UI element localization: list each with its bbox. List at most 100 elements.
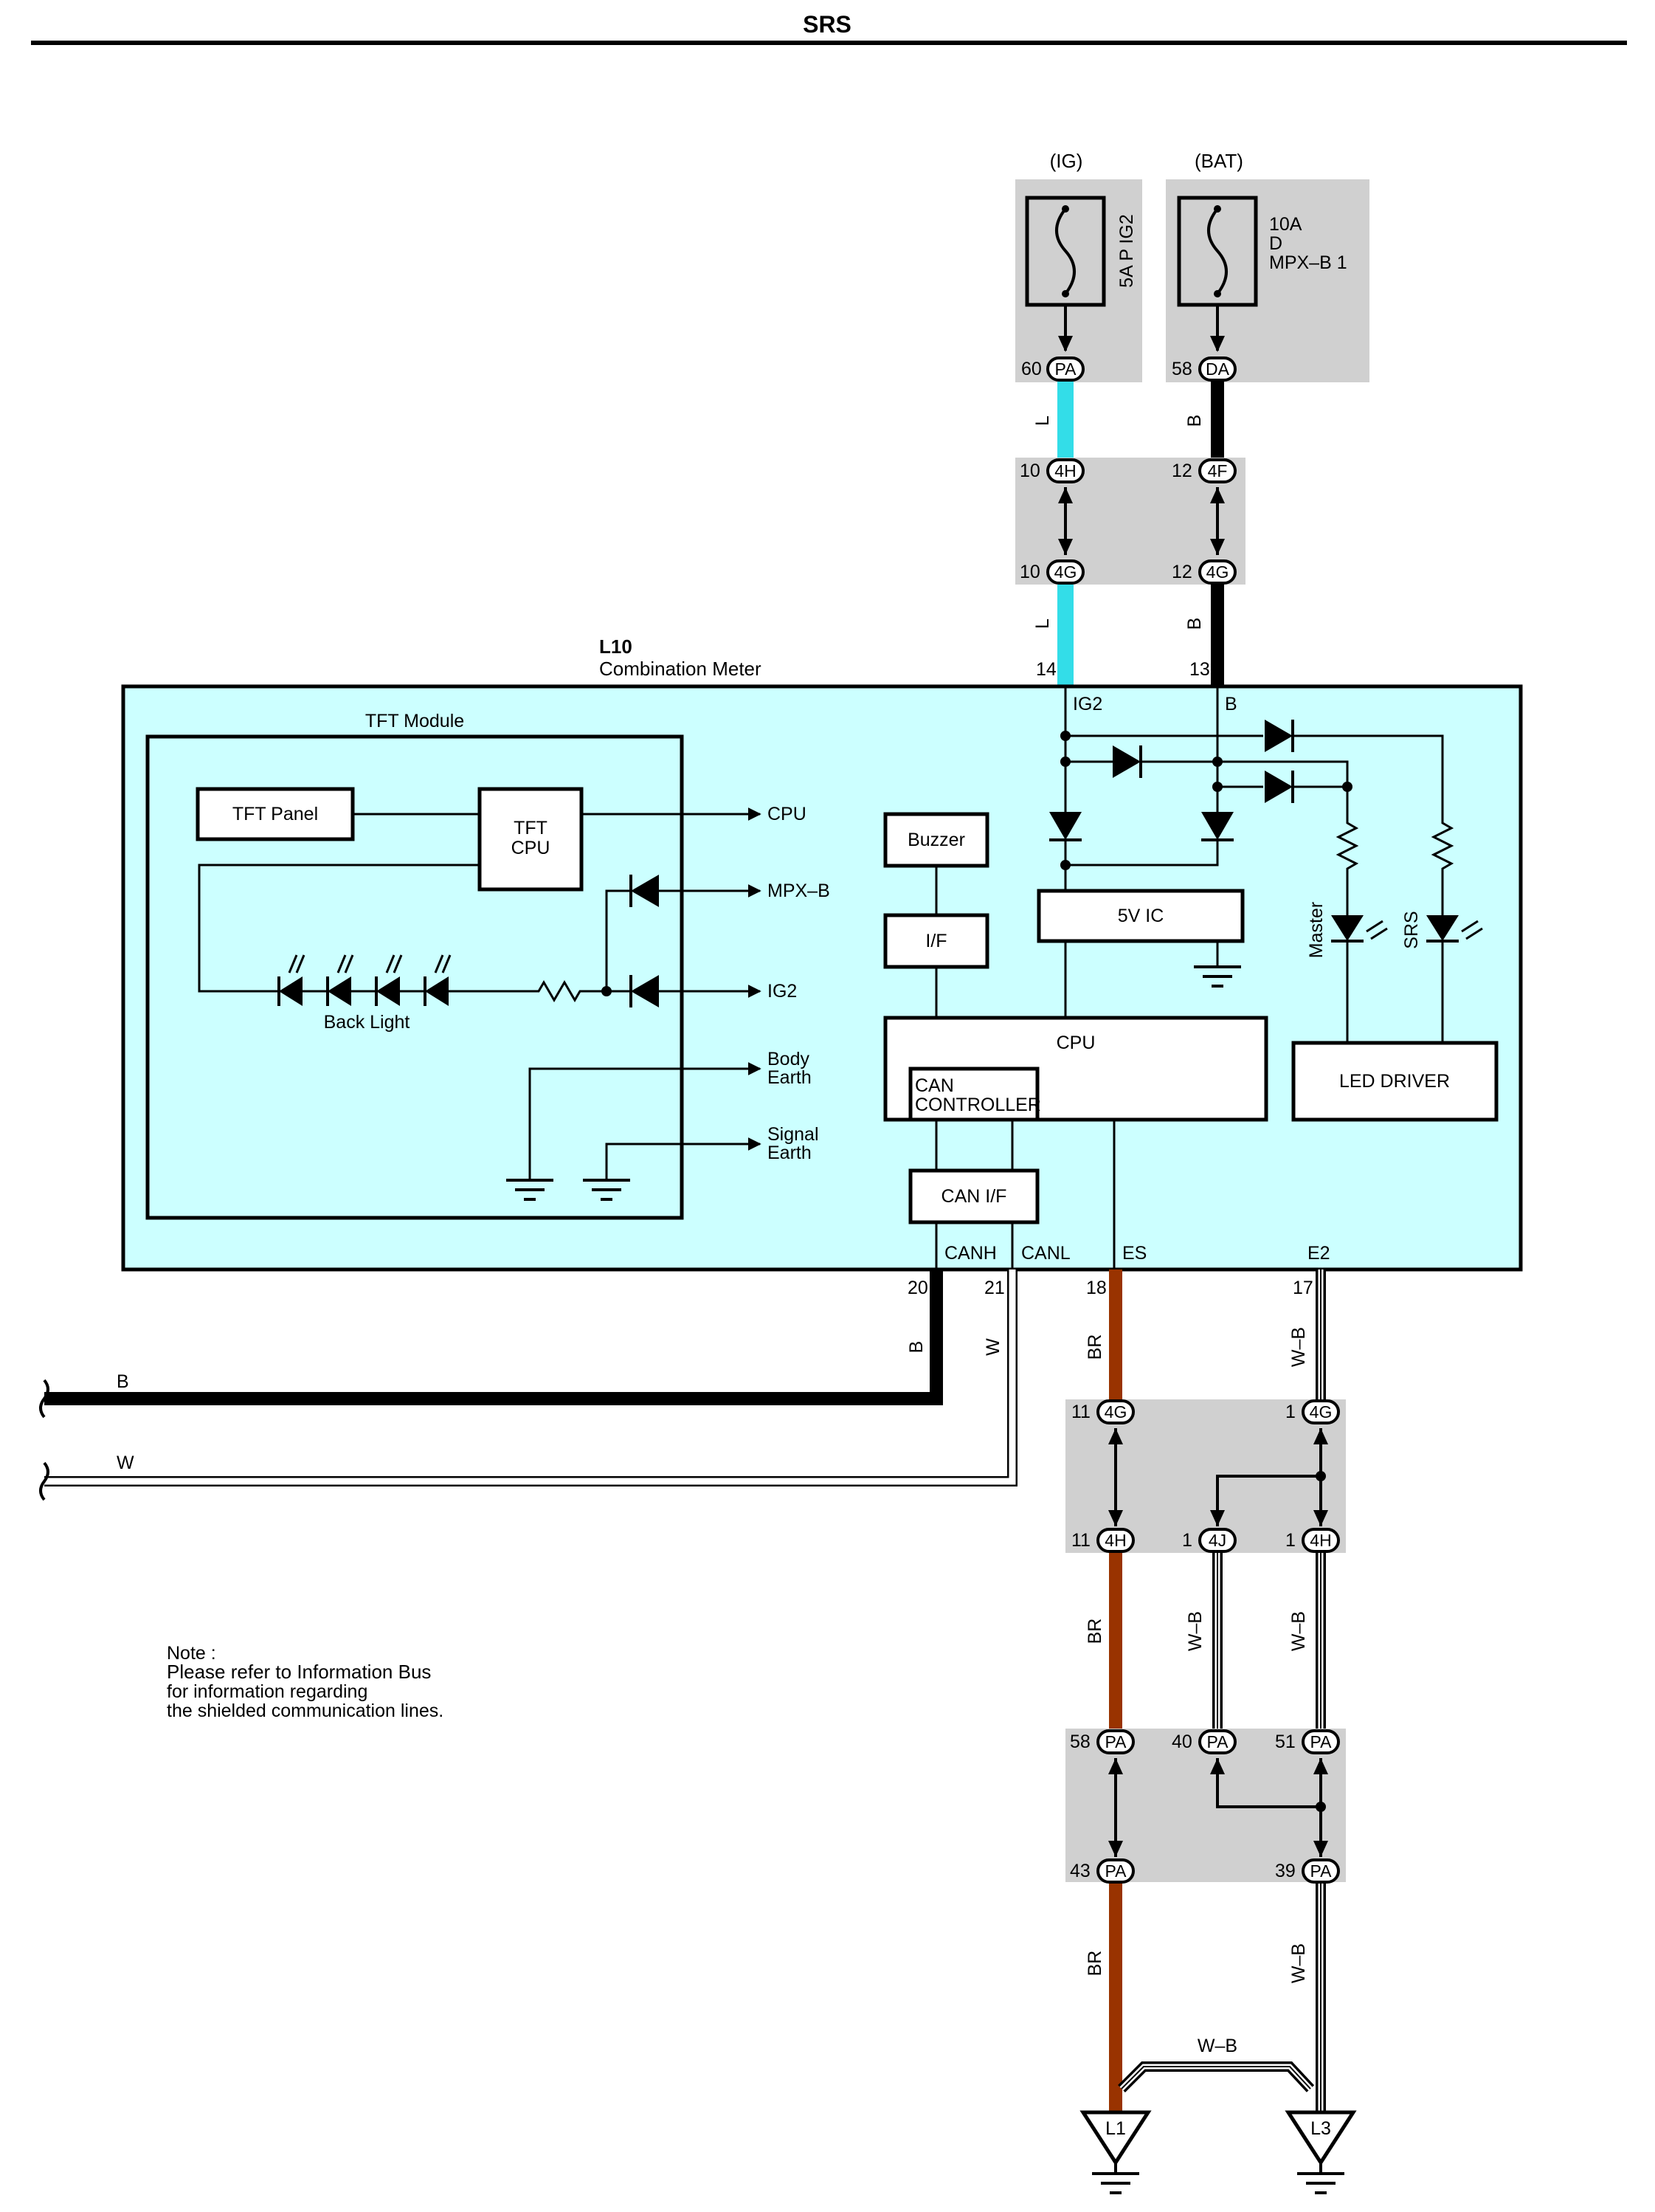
tft-module xyxy=(145,734,684,1220)
note-line-2: Please refer to Information Bus xyxy=(167,1661,431,1683)
pin-60: 60 xyxy=(1021,359,1042,379)
ig-source-label: (IG) xyxy=(1050,150,1083,172)
svg-text:4J: 4J xyxy=(1209,1531,1226,1550)
wire-es-label-2: BR xyxy=(1085,1619,1105,1644)
junction-ig-arrow-up xyxy=(1058,487,1073,503)
connector-pa-43: PA xyxy=(1096,1858,1135,1884)
master-resistor xyxy=(1336,818,1359,915)
backlight-leds xyxy=(277,954,452,1006)
svg-text:4G: 4G xyxy=(1310,1402,1333,1422)
ground-l3 xyxy=(1285,2110,1357,2194)
bat-fuse-element xyxy=(1207,207,1228,295)
junction-bat-arrow-up xyxy=(1210,487,1225,503)
pin-43-pa: 43 xyxy=(1070,1861,1091,1881)
meter-name: Combination Meter xyxy=(599,658,761,680)
wire-e2-label-2: W–B xyxy=(1288,1611,1309,1651)
meter-label-b: B xyxy=(1225,694,1237,714)
svg-text:DA: DA xyxy=(1206,359,1230,379)
lj2-left-arrow-down xyxy=(1108,1841,1123,1857)
note-line-1: Note : xyxy=(167,1643,216,1664)
srs-led-ray-2 xyxy=(1465,927,1483,940)
wire-bat-label-2: B xyxy=(1184,618,1205,630)
svg-text:4F: 4F xyxy=(1208,461,1228,480)
signal-earth-line xyxy=(605,1137,761,1180)
bottom-label-canh: CANH xyxy=(944,1243,997,1264)
lj2-mid-arrow-up xyxy=(1210,1758,1225,1774)
ig2-diode xyxy=(631,975,659,1007)
svg-text:PA: PA xyxy=(1310,1732,1333,1751)
b-master-diode xyxy=(1265,771,1293,803)
pin-18: 18 xyxy=(1086,1278,1107,1298)
cpu-label: CPU xyxy=(1057,1033,1096,1053)
srs-led xyxy=(1426,915,1459,941)
svg-text:4H: 4H xyxy=(1310,1531,1331,1550)
signal-earth-ground-icon xyxy=(583,1179,630,1201)
connector-4h-1: 4H xyxy=(1302,1528,1340,1553)
pin-1-4j: 1 xyxy=(1182,1530,1192,1551)
wire-canl-outer xyxy=(44,1269,1017,1486)
lj1-left-arrow-down xyxy=(1108,1510,1123,1526)
ground-l3-label: L3 xyxy=(1310,2118,1331,2139)
ground-l1 xyxy=(1079,2110,1152,2194)
bottom-label-canl: CANL xyxy=(1021,1243,1071,1264)
connector-4h-10: 4H xyxy=(1046,458,1085,483)
meter-pin-13: 13 xyxy=(1189,659,1210,680)
bat-fuse-rating-3: MPX–B 1 xyxy=(1269,252,1347,273)
lj2-right-arrow-down xyxy=(1313,1841,1328,1857)
lj1-right-arrow-up xyxy=(1313,1428,1328,1444)
pin-1-4h: 1 xyxy=(1285,1530,1296,1551)
lj1-right-arrow-down xyxy=(1313,1510,1328,1526)
svg-text:PA: PA xyxy=(1207,1732,1229,1751)
led-driver-label: LED DRIVER xyxy=(1339,1071,1450,1092)
combination-meter xyxy=(121,684,1523,1272)
wire-ig-label-2: L xyxy=(1032,619,1053,629)
bat-source-label: (BAT) xyxy=(1195,150,1243,172)
connector-4g-1: 4G xyxy=(1302,1399,1340,1424)
body-earth-label-2: Earth xyxy=(767,1067,812,1088)
meter-label-ig2: IG2 xyxy=(1073,694,1102,714)
connector-pa-40: PA xyxy=(1198,1729,1237,1754)
bus-w-break xyxy=(39,1461,49,1501)
wire-cross-stripe xyxy=(1121,2066,1311,2089)
master-led-label: Master xyxy=(1306,902,1327,958)
led-driver xyxy=(1291,1041,1499,1122)
wire-e2-label-3: W–B xyxy=(1288,1943,1309,1983)
pin-20: 20 xyxy=(908,1278,928,1298)
junction-bat-arrow-down xyxy=(1210,539,1225,555)
wire-canh-label: B xyxy=(906,1341,927,1354)
mpxb-branch xyxy=(605,889,631,991)
bottom-label-es: ES xyxy=(1122,1243,1147,1264)
pin-1-4g: 1 xyxy=(1285,1402,1296,1422)
can-if-label: CAN I/F xyxy=(941,1186,1007,1207)
page-title: SRS xyxy=(803,11,851,38)
pin-11-4h: 11 xyxy=(1071,1530,1091,1551)
can-controller-label-2: CONTROLLER xyxy=(915,1095,1041,1115)
connector-4g-10: 4G xyxy=(1046,559,1085,585)
bat-fuse-end-bottom xyxy=(1214,290,1221,297)
b-5v-diode xyxy=(1201,812,1234,840)
lj2-right-node xyxy=(1316,1802,1326,1812)
signal-earth-label-2: Earth xyxy=(767,1143,812,1163)
wire-e2-label-1: W–B xyxy=(1288,1327,1309,1367)
output-cpu: CPU xyxy=(767,804,806,824)
ic-5v xyxy=(1037,889,1245,943)
lj1-left-arrow-up xyxy=(1108,1428,1123,1444)
bat-fuse-rating-1: 10A xyxy=(1269,214,1302,235)
bat-fuse-end-top xyxy=(1214,205,1221,213)
wire-cross-outer xyxy=(1118,2061,1315,2092)
svg-text:PA: PA xyxy=(1055,359,1077,379)
connector-4f-12: 4F xyxy=(1198,458,1237,483)
pin-58: 58 xyxy=(1172,359,1192,379)
pin-12-4g: 12 xyxy=(1172,562,1192,582)
master-led xyxy=(1331,915,1364,941)
mpxb-diode xyxy=(631,875,659,907)
svg-text:PA: PA xyxy=(1105,1732,1127,1751)
lj2-left-arrow-up xyxy=(1108,1758,1123,1774)
bottom-label-e2: E2 xyxy=(1307,1243,1330,1264)
signal-earth-label-1: Signal xyxy=(767,1124,819,1145)
master-supply-from-ig2 xyxy=(1217,760,1349,787)
wire-canl xyxy=(44,1269,1016,1485)
tft-panel-label: TFT Panel xyxy=(232,804,318,824)
master-led-ray-1 xyxy=(1366,920,1383,933)
